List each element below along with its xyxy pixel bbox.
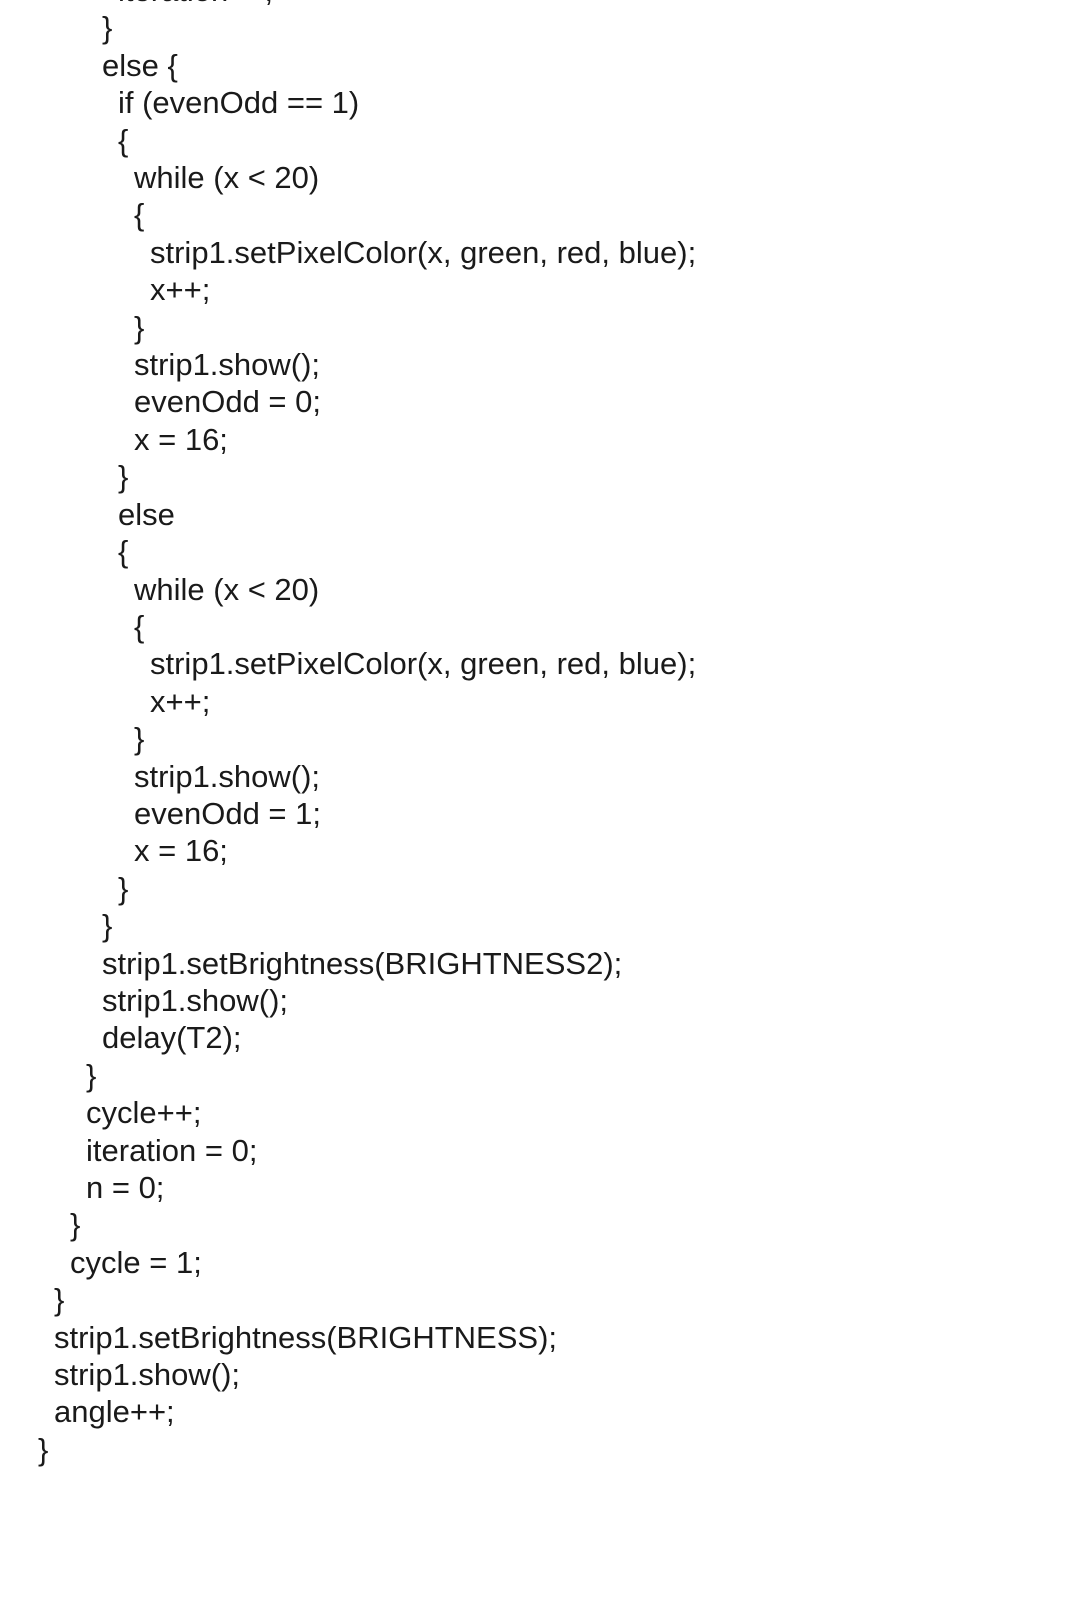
code-line: else { xyxy=(102,47,178,83)
code-line: } xyxy=(102,908,113,944)
code-line: strip1.setPixelColor(x, green, red, blue… xyxy=(150,234,697,270)
code-line: iteration = 0; xyxy=(86,1132,258,1168)
code-listing: iteration++;}else {if (evenOdd == 1){whi… xyxy=(38,0,1058,1468)
code-line: delay(T2); xyxy=(102,1020,242,1056)
code-line: } xyxy=(118,870,129,906)
code-line: strip1.show(); xyxy=(54,1357,241,1393)
code-line: strip1.setBrightness(BRIGHTNESS); xyxy=(54,1319,558,1355)
code-line: cycle++; xyxy=(86,1095,202,1131)
code-line: n = 0; xyxy=(86,1170,165,1205)
code-line: strip1.setPixelColor(x, green, red, blue… xyxy=(150,646,697,682)
code-line: } xyxy=(86,1057,97,1093)
code-line: } xyxy=(134,721,145,757)
code-line: evenOdd = 0; xyxy=(134,384,321,420)
code-line: x = 16; xyxy=(134,833,228,869)
code-line: } xyxy=(118,459,129,495)
code-line: { xyxy=(118,122,129,158)
code-line: { xyxy=(134,608,145,644)
code-line: } xyxy=(38,1431,49,1467)
code-line: } xyxy=(134,309,145,345)
code-line: while (x < 20) xyxy=(134,571,320,607)
code-line: angle++; xyxy=(54,1394,175,1430)
code-line: { xyxy=(118,534,129,570)
code-line: cycle = 1; xyxy=(70,1244,202,1280)
code-line: x = 16; xyxy=(134,421,228,457)
code-line: { xyxy=(134,197,145,233)
code-line: strip1.show(); xyxy=(134,347,321,383)
code-line: } xyxy=(102,10,113,46)
code-line: iteration++; xyxy=(38,0,1058,9)
code-line: strip1.show(); xyxy=(102,982,289,1018)
code-line: } xyxy=(70,1207,81,1243)
code-line: } xyxy=(54,1282,65,1318)
code-line: if (evenOdd == 1) xyxy=(118,85,360,121)
code-line: strip1.setBrightness(BRIGHTNESS2); xyxy=(102,945,623,981)
code-line: else xyxy=(118,496,175,532)
code-line: x++; xyxy=(150,683,211,719)
code-line: while (x < 20) xyxy=(134,160,320,196)
code-line: strip1.show(); xyxy=(134,758,321,794)
code-line: evenOdd = 1; xyxy=(134,795,321,831)
code-line: x++; xyxy=(150,272,211,308)
